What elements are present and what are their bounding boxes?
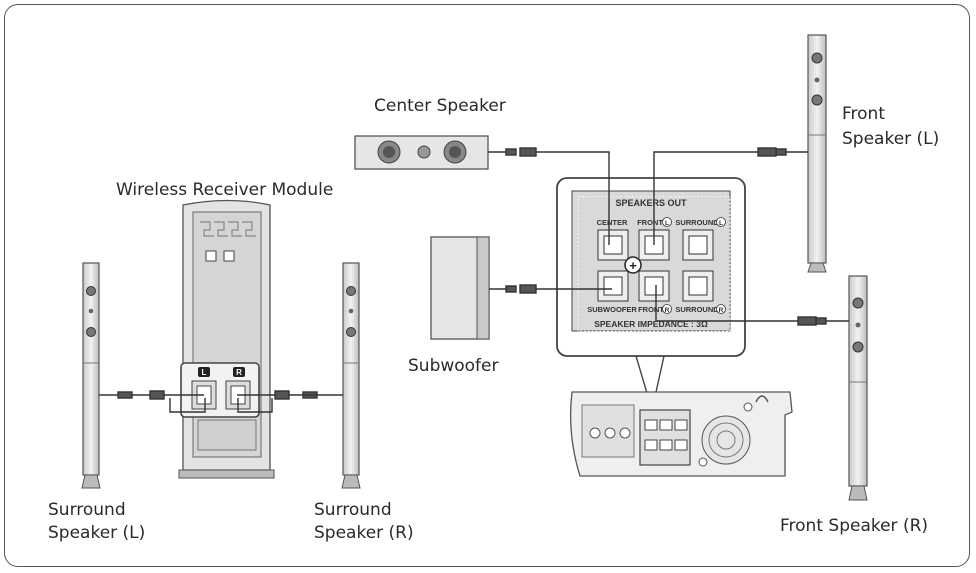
label-subwoofer: Subwoofer (408, 356, 499, 376)
label-surround-l-line2: Speaker (L) (48, 523, 146, 543)
panel-label-subwoofer: SUBWOOFER (587, 305, 637, 314)
main-unit (569, 391, 793, 477)
surround-cables (99, 390, 343, 413)
speakers-out-panel: SPEAKERS OUT CENTER FRONT SURROUND L L +… (556, 177, 746, 411)
panel-label-surround-r: SURROUND (675, 305, 719, 314)
panel-badge-surround-l: L (719, 220, 723, 227)
panel-label-center: CENTER (597, 218, 628, 227)
label-surround-l-line1: Surround (48, 500, 126, 520)
label-surround-r-line2: Speaker (R) (314, 523, 414, 543)
surround-speaker-l (81, 262, 101, 489)
receiver-badge-r: R (236, 368, 242, 377)
panel-impedance: SPEAKER IMPEDANCE : 3Ω (594, 319, 708, 329)
panel-badge-front-r: R (665, 307, 670, 314)
label-front-speaker-r: Front Speaker (R) (780, 516, 929, 536)
panel-plus: + (629, 258, 637, 273)
label-center-speaker: Center Speaker (374, 96, 506, 116)
label-wireless-receiver-module: Wireless Receiver Module (116, 180, 334, 200)
front-speaker-r (848, 275, 868, 501)
panel-label-front-r: FRONT (638, 305, 664, 314)
panel-title: SPEAKERS OUT (615, 198, 687, 208)
wireless-receiver-module (178, 199, 275, 479)
subwoofer-unit (430, 236, 490, 340)
receiver-terminals: L R (180, 362, 260, 418)
speaker-cables (488, 147, 849, 326)
panel-label-front-l: FRONT (637, 218, 663, 227)
receiver-badge-l: L (202, 368, 207, 377)
panel-label-surround-l: SURROUND (675, 218, 719, 227)
center-speaker (354, 135, 489, 170)
panel-badge-surround-r: R (719, 307, 724, 314)
surround-speaker-r (341, 262, 361, 489)
label-front-speaker-l-line1: Front (842, 104, 885, 124)
label-surround-r-line1: Surround (314, 500, 392, 520)
panel-badge-front-l: L (665, 220, 669, 227)
front-speaker-l (807, 34, 827, 273)
label-front-speaker-l-line2: Speaker (L) (842, 129, 940, 149)
